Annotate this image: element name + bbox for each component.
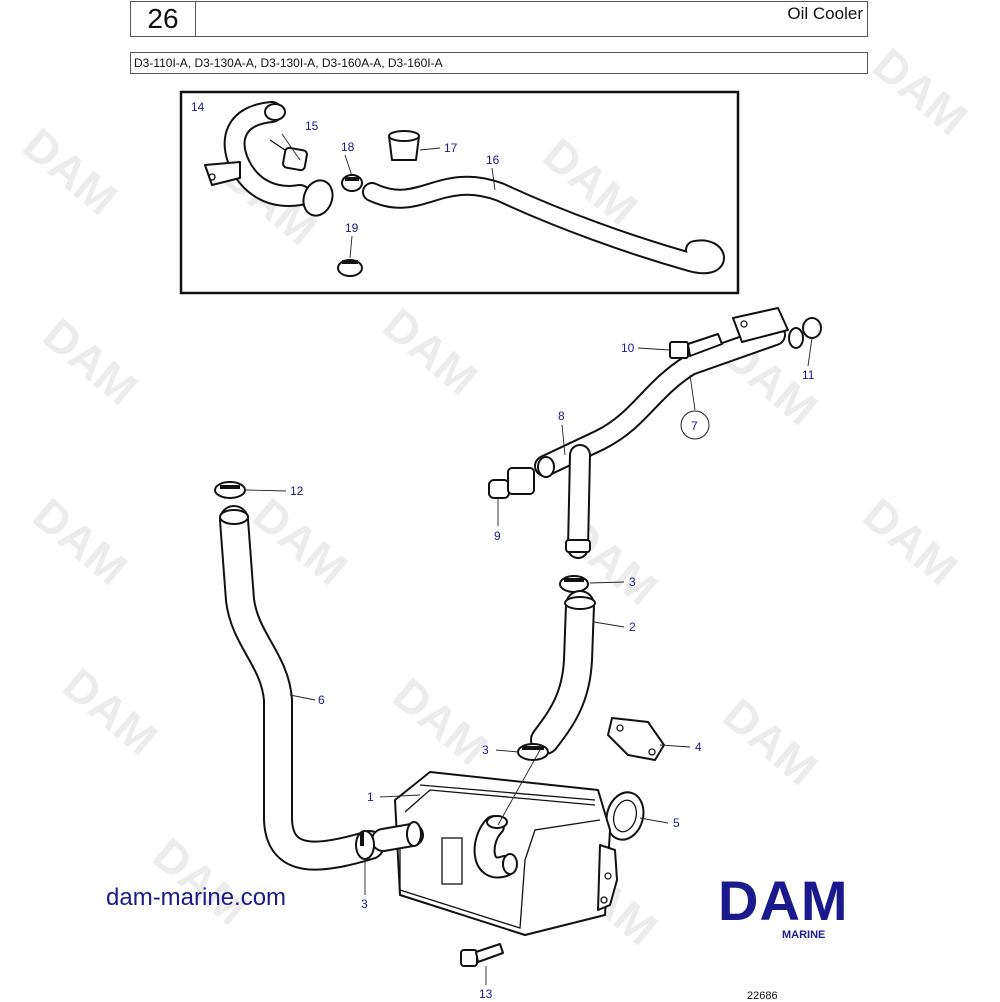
part-14-elbow xyxy=(204,101,334,217)
watermark: DAM xyxy=(34,308,148,415)
callout-18: 18 xyxy=(341,140,355,154)
callout-6: 6 xyxy=(318,693,325,707)
part-3-clamp-top xyxy=(559,575,589,593)
part-15-nipple xyxy=(282,146,308,172)
callout-3-top: 3 xyxy=(629,575,636,589)
part-3-clamp-bottom xyxy=(355,830,375,860)
callout-10: 10 xyxy=(621,341,635,355)
callout-14: 14 xyxy=(191,100,205,114)
callout-9: 9 xyxy=(494,529,501,543)
leader-lines xyxy=(245,133,813,985)
drawing-reference: 22686 xyxy=(747,990,778,1002)
callout-3-middle: 3 xyxy=(482,743,489,757)
watermark: DAM xyxy=(14,118,128,225)
part-1-cooler-stubs xyxy=(371,815,518,879)
watermark: DAM xyxy=(374,298,488,405)
part-1-oil-cooler xyxy=(394,771,618,936)
callout-7-circle xyxy=(680,410,710,440)
part-19-clamp xyxy=(337,259,363,277)
part-10-bolt xyxy=(669,333,723,359)
callout-15: 15 xyxy=(305,119,319,133)
page-number: 26 xyxy=(131,2,196,36)
watermark: DAM xyxy=(714,688,828,795)
part-16-hose xyxy=(362,175,725,275)
part-3-clamp-middle xyxy=(517,743,549,761)
header-box: 26 Oil Cooler xyxy=(130,1,868,37)
brand-logo-subtitle: MARINE xyxy=(782,929,826,941)
watermark: DAM xyxy=(54,658,168,765)
watermark: DAM xyxy=(384,668,498,775)
watermark: DAM xyxy=(864,38,978,145)
watermark: DAM xyxy=(24,488,138,595)
part-12-clamp xyxy=(214,481,246,499)
callout-3-bottom: 3 xyxy=(361,897,368,911)
callout-13: 13 xyxy=(479,987,493,1000)
part-2-hose xyxy=(530,590,596,755)
callout-7: 7 xyxy=(691,419,698,433)
callout-1: 1 xyxy=(367,790,374,804)
brand-logo: DAM xyxy=(718,869,849,932)
inset-frame xyxy=(179,90,740,295)
watermark: DAM xyxy=(854,488,968,595)
part-18-clamp xyxy=(341,174,363,192)
watermark: DAM xyxy=(244,488,358,595)
callout-17: 17 xyxy=(444,141,458,155)
part-4-gasket xyxy=(607,717,665,761)
model-list: D3-110I-A, D3-130A-A, D3-130I-A, D3-160A… xyxy=(130,52,868,74)
part-6-hose xyxy=(219,505,385,871)
callout-12: 12 xyxy=(290,484,304,498)
part-17-sleeve xyxy=(388,130,420,161)
page-title: Oil Cooler xyxy=(787,4,863,23)
part-13-bolt xyxy=(460,943,504,967)
part-5-gasket xyxy=(605,791,645,841)
callout-4: 4 xyxy=(695,740,702,754)
part-9-nipple xyxy=(488,467,535,499)
callout-11: 11 xyxy=(802,368,815,382)
callout-8: 8 xyxy=(558,409,565,423)
part-11-seal xyxy=(802,317,822,339)
callout-2: 2 xyxy=(629,620,636,634)
callout-16: 16 xyxy=(486,153,500,167)
callout-5: 5 xyxy=(673,816,680,830)
website-link[interactable]: dam-marine.com xyxy=(106,884,287,911)
part-7-pipe xyxy=(534,307,804,559)
watermark: DAM xyxy=(144,828,258,935)
callout-19: 19 xyxy=(345,221,359,235)
